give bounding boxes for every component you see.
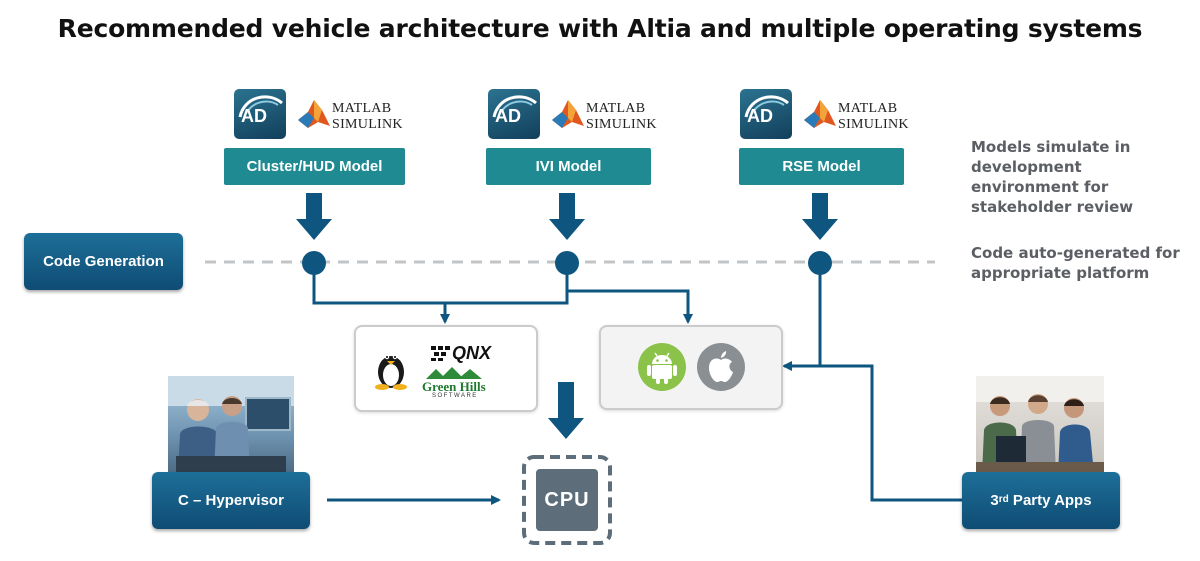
- altia-ad-text: AD: [495, 106, 521, 126]
- green-hills-mountains-icon: [426, 367, 482, 379]
- connector-rse-to-right-os: [782, 262, 822, 371]
- code-node-ivi: [555, 251, 579, 275]
- hypervisor-button[interactable]: C – Hypervisor: [152, 472, 310, 529]
- engineers-photo: [168, 376, 294, 474]
- model-down-arrow: [296, 193, 332, 240]
- green-hills-text: Green Hills: [422, 379, 486, 394]
- models-note: Models simulate in development environme…: [971, 138, 1134, 216]
- code-note: Code auto-generated for appropriate plat…: [971, 244, 1180, 282]
- model-down-arrow: [549, 193, 585, 240]
- rtos-platform-box: QNX Green Hills SOFTWARE: [354, 325, 538, 412]
- altia-swoosh-icon: [492, 95, 537, 120]
- green-hills-logo: Green Hills SOFTWARE: [422, 367, 492, 403]
- matlab-membrane-icon: [552, 100, 584, 128]
- matlab-text: MATLAB: [586, 101, 646, 116]
- apple-icon: [697, 343, 745, 391]
- mobile-os-platform-box: [599, 325, 783, 410]
- cpu-label: CPU: [544, 488, 590, 511]
- connector-ivi-to-left-os: [445, 262, 569, 305]
- matlab-text: MATLAB: [838, 101, 898, 116]
- third-party-apps-label: Party Apps: [1008, 492, 1092, 509]
- matlab-membrane-icon: [804, 100, 836, 128]
- code-generation-button[interactable]: Code Generation: [24, 233, 183, 290]
- code-node-rse: [808, 251, 832, 275]
- cpu-chip-icon: [522, 455, 612, 545]
- model-down-arrow: [802, 193, 838, 240]
- matlab-text: MATLAB: [332, 101, 392, 116]
- simulink-text: SIMULINK: [586, 117, 657, 132]
- altia-ad-logo: AD: [740, 89, 792, 139]
- engineers-photo-illustration: [168, 376, 294, 474]
- connector-thirdparty-to-right-os: [820, 364, 962, 502]
- connector-cluster-to-left-os: [312, 262, 450, 324]
- developers-photo-illustration: [976, 376, 1104, 474]
- qnx-text: QNX: [452, 343, 492, 363]
- ivi-model-button[interactable]: IVI Model: [486, 148, 651, 185]
- altia-swoosh-icon: [238, 95, 283, 120]
- altia-ad-logo: AD: [234, 89, 286, 139]
- altia-swoosh-icon: [744, 95, 789, 120]
- android-icon: [638, 343, 686, 391]
- altia-ad-text: AD: [241, 106, 267, 126]
- simulink-text: SIMULINK: [332, 117, 403, 132]
- rse-model-button[interactable]: RSE Model: [739, 148, 904, 185]
- code-node-cluster: [302, 251, 326, 275]
- qnx-logo: QNX: [430, 343, 522, 363]
- cluster-hud-model-button[interactable]: Cluster/HUD Model: [224, 148, 405, 185]
- altia-ad-logo: AD: [488, 89, 540, 139]
- connector-ivi-to-right-os: [565, 262, 693, 324]
- green-hills-software-text: SOFTWARE: [432, 393, 478, 399]
- os-to-cpu-arrow: [548, 382, 584, 439]
- altia-ad-text: AD: [747, 106, 773, 126]
- third-party-apps-superscript: rd: [998, 494, 1009, 505]
- qnx-dots-icon: [431, 346, 450, 361]
- developers-photo: [976, 376, 1104, 474]
- page-title: Recommended vehicle architecture with Al…: [57, 14, 1143, 43]
- cpu-chip: CPU: [522, 455, 612, 545]
- third-party-apps-base: 3: [990, 492, 999, 509]
- simulink-text: SIMULINK: [838, 117, 909, 132]
- matlab-membrane-icon: [298, 100, 330, 128]
- linux-tux-icon: [375, 354, 407, 390]
